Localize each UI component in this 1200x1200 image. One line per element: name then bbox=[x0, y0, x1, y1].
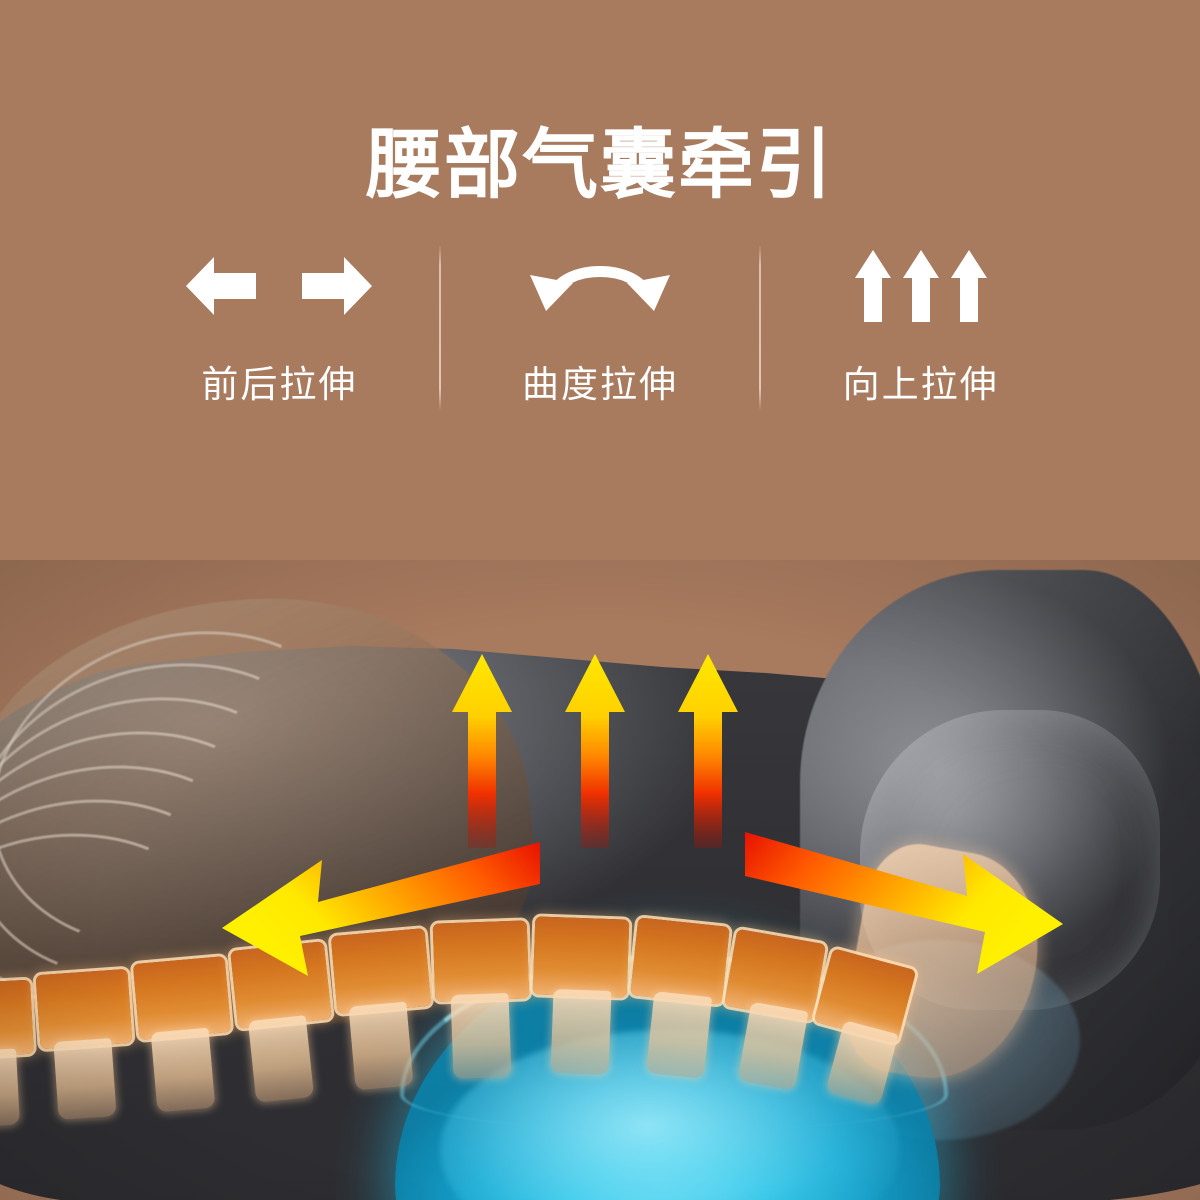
feature-divider-1 bbox=[438, 246, 441, 409]
feature-item-curvature-stretch[interactable]: 曲度拉伸 bbox=[441, 240, 760, 415]
traction-arrow-right bbox=[745, 830, 1085, 980]
left-right-arrows-icon bbox=[184, 240, 374, 332]
page-title: 腰部气囊牵引 bbox=[366, 123, 834, 208]
feature-label-front-back-stretch: 前后拉伸 bbox=[201, 364, 358, 405]
feature-label-curvature-stretch: 曲度拉伸 bbox=[522, 364, 678, 405]
promo-header-band: 腰部气囊牵引 前后拉伸 bbox=[120, 123, 1080, 415]
traction-arrow-left bbox=[200, 840, 540, 980]
lumbar-spine-xray-illustration bbox=[0, 560, 1200, 1200]
upward-traction-arrows bbox=[450, 650, 740, 850]
feature-item-upward-stretch[interactable]: 向上拉伸 bbox=[761, 240, 1080, 415]
feature-list: 前后拉伸 曲度拉伸 bbox=[120, 240, 1080, 415]
feature-label-upward-stretch: 向上拉伸 bbox=[842, 364, 999, 405]
feature-divider-2 bbox=[759, 246, 762, 409]
feature-item-front-back-stretch[interactable]: 前后拉伸 bbox=[120, 240, 439, 415]
curved-double-arrow-icon bbox=[516, 240, 684, 332]
triple-up-arrows-icon bbox=[853, 240, 989, 332]
